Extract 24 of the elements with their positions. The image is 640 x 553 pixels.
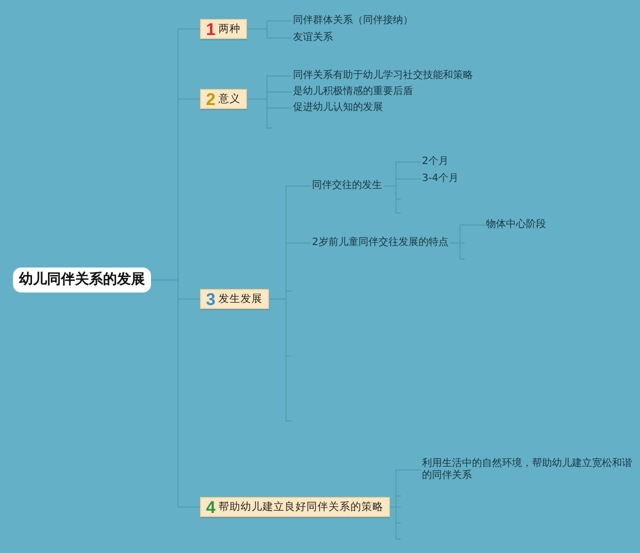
topic-box: [200, 497, 390, 517]
topic-label: 意义: [218, 92, 240, 106]
topic-label: 两种: [218, 22, 240, 36]
topic-label: 发生发展: [218, 292, 262, 306]
topic-box: [200, 19, 248, 39]
subtopic-text: 促进幼儿认知的发展: [293, 102, 383, 114]
central-topic: 幼儿同伴关系的发展: [13, 268, 151, 292]
topic-number: 2: [206, 90, 216, 108]
subtopic-text: 2岁前儿童同伴交往发展的特点: [312, 237, 448, 249]
topic-number: 4: [206, 498, 216, 516]
topic-number: 1: [206, 20, 216, 38]
topic-label: 帮助幼儿建立良好同伴关系的策略: [218, 500, 384, 514]
topic-number: 3: [206, 290, 216, 308]
topic-box: [200, 89, 248, 109]
subtopic-text: 同伴交往的发生: [312, 180, 382, 192]
subtopic-text: 2个月: [422, 156, 448, 168]
subtopic-text: 友谊关系: [293, 32, 333, 44]
subtopic-text: 是幼儿积极情感的重要后盾: [293, 86, 413, 98]
subtopic-text: 物体中心阶段: [486, 219, 546, 231]
subtopic-text: 3-4个月: [422, 173, 458, 185]
subtopic-text: 同伴群体关系（同伴接纳）: [293, 15, 413, 27]
topic-box: [200, 289, 270, 309]
subtopic-text: 同伴关系有助于幼儿学习社交技能和策略: [293, 70, 473, 82]
subtopic-text: 利用生活中的自然环境，帮助幼儿建立宽松和谐的同伴关系: [422, 458, 636, 482]
